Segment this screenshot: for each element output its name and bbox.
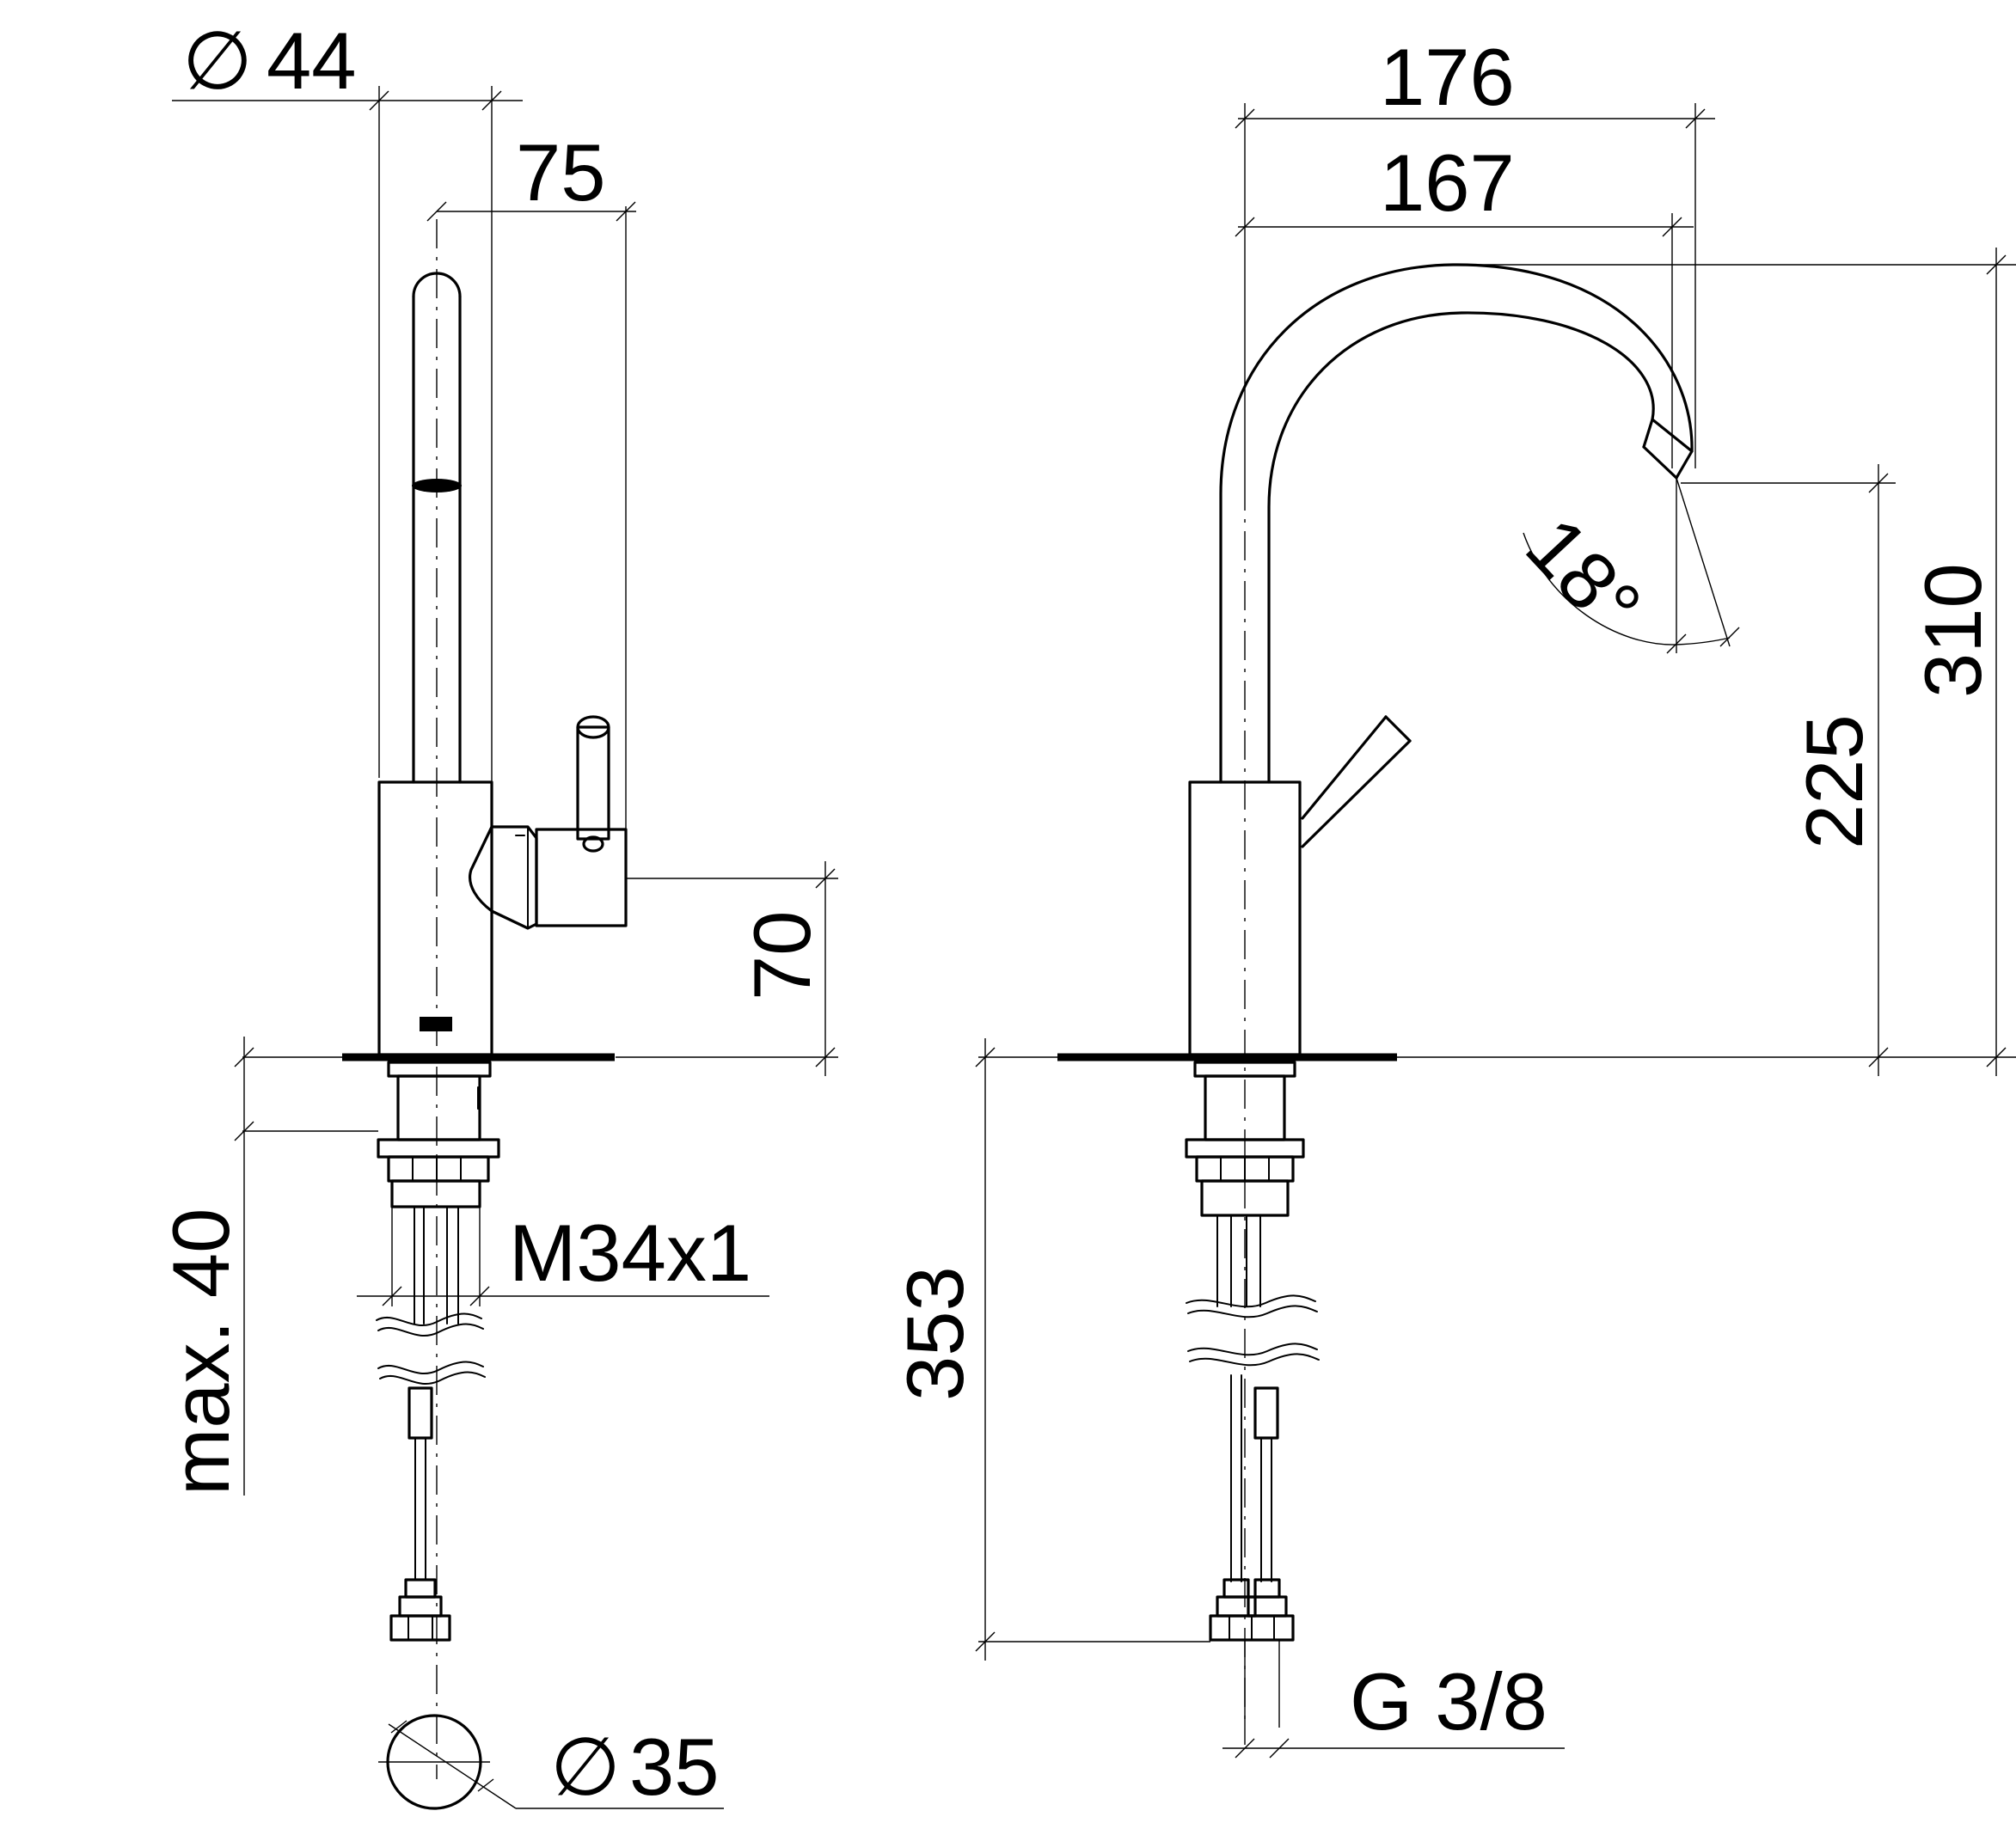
dim-diameter-44: ∅ 44 [172,15,523,821]
side-body [377,780,493,1056]
aerator-icon [412,479,462,492]
side-lever [469,715,628,930]
dim-353-label: 353 [890,1266,980,1401]
dim-353: 353 [890,1038,1210,1661]
dim-70: 70 [616,861,838,1076]
dim-max-40: max. 40 [156,1037,378,1496]
dim-max40-label: max. 40 [156,1208,246,1496]
dim-75-label: 75 [516,127,606,217]
angle-label: 18° [1509,500,1658,652]
dim-35-label: 35 [629,1722,720,1812]
dim-diameter-35: ∅ 35 [388,1720,724,1812]
dia-symbol-bottom: ∅ [550,1722,621,1812]
dim-225-label: 225 [1789,714,1879,849]
front-shank [1185,1061,1305,1217]
side-shank [377,1061,500,1208]
dim-connection-g38: G 3/8 [1222,1656,1565,1759]
dim-176-label: 176 [1380,32,1515,122]
side-spout [412,272,462,784]
front-view: 176 167 18° 225 [890,32,2016,1759]
dim-225: 225 [1397,464,2016,1076]
front-hoses [1186,1214,1320,1728]
dim-310-label: 310 [1908,563,1998,698]
dim-thread-m34x1: M34x1 [357,1207,769,1306]
dim-176: 176 [1235,32,1715,481]
dim-167-label: 167 [1380,138,1515,228]
dim-70-label: 70 [737,910,827,1000]
dia-symbol-top: ∅ [182,15,253,106]
side-view: ∅ 44 75 70 max. 40 [156,15,838,1812]
dim-44-label: 44 [267,15,357,106]
dim-310: 310 [1461,248,2016,1076]
side-hose [376,1206,486,1642]
thread-label: M34x1 [509,1208,751,1298]
connection-label: G 3/8 [1350,1656,1547,1747]
front-lever [1301,715,1412,848]
logo-badge-icon [420,1017,452,1031]
dim-75: 75 [426,127,636,829]
front-spout [1219,263,1694,784]
dim-167: 167 [1235,138,1694,468]
dim-angle-18: 18° [1509,477,1740,654]
